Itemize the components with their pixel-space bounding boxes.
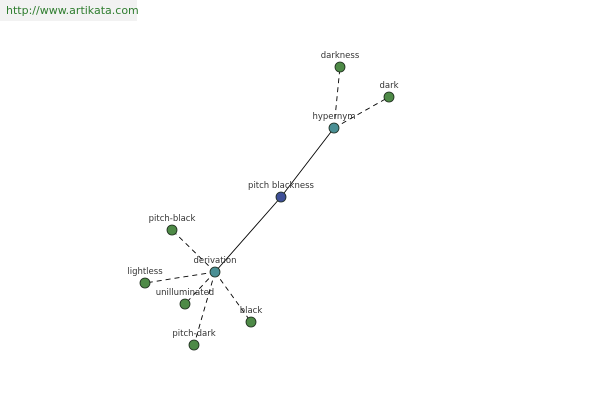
node-label-darkness: darkness (321, 51, 360, 61)
node-pitch-blackness[interactable]: pitch blackness (248, 181, 315, 203)
node-dot-derivation[interactable] (209, 266, 221, 278)
edge-derivation-unilluminated (184, 271, 216, 305)
edge-derivation-black (214, 271, 252, 323)
edge-derivation-pitch-black (171, 229, 216, 273)
node-dot-pitch-black[interactable] (166, 224, 178, 236)
node-pitch-black[interactable]: pitch-black (149, 214, 196, 236)
node-darkness[interactable]: darkness (321, 51, 360, 73)
node-hypernym[interactable]: hypernym (312, 112, 356, 134)
node-pitch-dark[interactable]: pitch-dark (172, 329, 216, 351)
edge-derivation-lightless (144, 271, 216, 284)
site-link[interactable]: http://www.artikata.com (0, 0, 139, 21)
edge-hypernym-dark (333, 96, 390, 129)
graph-edges (144, 66, 390, 346)
node-label-dark: dark (379, 81, 398, 91)
node-label-unilluminated: unilluminated (156, 288, 214, 298)
node-dot-unilluminated[interactable] (179, 298, 191, 310)
node-label-black: black (240, 306, 263, 316)
node-dot-black[interactable] (245, 316, 257, 328)
node-derivation[interactable]: derivation (193, 256, 237, 278)
node-black[interactable]: black (240, 306, 263, 328)
node-label-derivation: derivation (193, 256, 236, 266)
edge-derivation-pitch-dark (193, 271, 216, 346)
node-dot-dark[interactable] (383, 91, 395, 103)
node-label-pitch-dark: pitch-dark (172, 329, 215, 339)
edge-hypernym-darkness (333, 66, 341, 129)
node-dot-pitch-dark[interactable] (188, 339, 200, 351)
node-label-lightless: lightless (127, 267, 163, 277)
node-dot-pitch-blackness[interactable] (275, 191, 287, 203)
node-unilluminated[interactable]: unilluminated (156, 288, 214, 310)
node-dot-darkness[interactable] (334, 61, 346, 73)
edge-pitch-blackness-derivation (214, 196, 282, 273)
node-label-hypernym: hypernym (312, 112, 355, 122)
node-label-pitch-black: pitch-black (149, 214, 196, 224)
node-dot-hypernym[interactable] (328, 122, 340, 134)
graph-nodes: pitch blackness hypernym derivation darknes… (127, 51, 399, 351)
edge-pitch-blackness-hypernym (280, 127, 335, 198)
node-lightless[interactable]: lightless (127, 267, 163, 289)
node-label-pitch-blackness: pitch blackness (248, 181, 314, 191)
node-dark[interactable]: dark (379, 81, 399, 103)
node-dot-lightless[interactable] (139, 277, 151, 289)
